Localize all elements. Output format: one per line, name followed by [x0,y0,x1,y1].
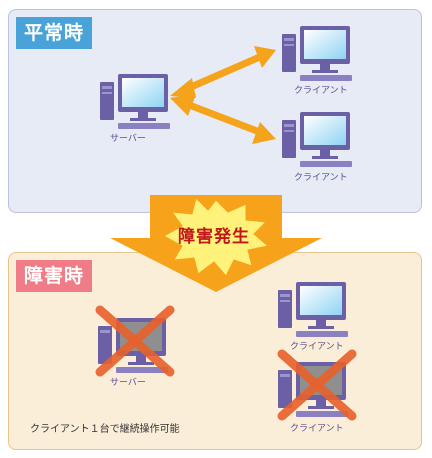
failure-event-label: 障害発生 [178,227,250,247]
failure-burst-icon [162,197,270,277]
failure-server-label: サーバー [110,378,146,388]
normal-title: 平常時 [16,17,93,49]
failure-client-bottom-label: クライアント [290,424,344,434]
arrow-server-client-bottom [170,94,276,144]
normal-client-top-icon [282,26,352,81]
normal-server-label: サーバー [110,134,146,144]
failure-client-top-icon [278,282,348,337]
normal-client-bottom-icon [282,112,352,167]
failure-note: クライアント１台で継続操作可能 [30,424,180,435]
arrow-server-client-top [170,46,276,98]
normal-client-top-label: クライアント [294,86,348,96]
failure-client-top-label: クライアント [290,342,344,352]
normal-server-icon [100,74,170,129]
normal-client-bottom-label: クライアント [294,173,348,183]
failure-title: 障害時 [16,260,93,292]
